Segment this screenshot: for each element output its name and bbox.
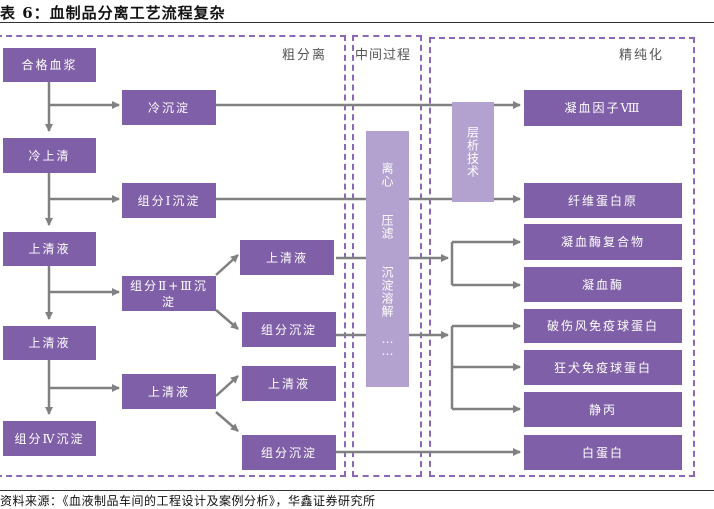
arrow-diag-down-2 <box>215 411 239 432</box>
product-thrombin: 凝血酶 <box>524 267 682 302</box>
product-ivig: 静丙 <box>524 392 682 427</box>
arrow-diag-up-1 <box>215 254 239 276</box>
step-qualified-plasma: 合格血浆 <box>3 48 96 82</box>
source-note: 资料来源：《血液制品车间的工程设计及案例分析》，华鑫证券研究所 <box>0 494 376 508</box>
process-centrifuge: 离心 <box>380 162 394 188</box>
step-fraction-i: 组分Ⅰ沉淀 <box>122 183 216 218</box>
product-prothrombin-complex: 凝血酶复合物 <box>524 224 682 260</box>
step-sub-supernatant-b: 上清液 <box>242 366 336 401</box>
intermediate-process-box: 离心 压滤 沉淀溶解 …… <box>366 131 409 387</box>
product-albumin: 白蛋白 <box>524 435 682 470</box>
step-cold-supernatant: 冷上清 <box>3 138 96 173</box>
process-press-filter: 压滤 <box>380 214 394 240</box>
step-sub-fraction-a: 组分沉淀 <box>242 312 336 347</box>
chromatography-box: 层析技术 <box>452 102 494 202</box>
arrow-diag-down-1 <box>215 309 239 330</box>
process-ellipsis: …… <box>380 332 395 356</box>
product-factor-viii: 凝血因子Ⅷ <box>524 90 682 126</box>
step-fraction-ii-iii: 组分Ⅱ+Ⅲ沉淀 <box>122 276 216 311</box>
step-cryo-precipitate: 冷沉淀 <box>122 90 216 125</box>
footer-rule <box>0 490 714 491</box>
zone-coarse-separation <box>0 35 346 477</box>
product-rabies-ig: 狂犬免疫球蛋白 <box>524 350 682 385</box>
step-supernatant-2: 上清液 <box>3 326 96 360</box>
step-fraction-iv: 组分Ⅳ沉淀 <box>3 421 96 456</box>
step-sub-fraction-b: 组分沉淀 <box>242 435 336 470</box>
product-tetanus-ig: 破伤风免疫球蛋白 <box>524 309 682 343</box>
zone-coarse-label: 粗分离 <box>282 48 328 63</box>
step-sub-supernatant-a: 上清液 <box>240 240 334 275</box>
product-fibrinogen: 纤维蛋白原 <box>524 183 682 218</box>
zone-intermediate <box>352 35 422 477</box>
title-rule <box>0 22 714 23</box>
zone-intermediate-label: 中间过程 <box>355 48 412 63</box>
figure-title: 表 6：血制品分离工艺流程复杂 <box>0 4 226 22</box>
process-precipitate-dissolve: 沉淀溶解 <box>380 266 394 318</box>
step-supernatant-1: 上清液 <box>3 232 96 266</box>
zone-refine-label: 精纯化 <box>619 48 665 63</box>
arrow-diag-up-2 <box>215 375 239 397</box>
step-supernatant-mid: 上清液 <box>122 374 216 409</box>
